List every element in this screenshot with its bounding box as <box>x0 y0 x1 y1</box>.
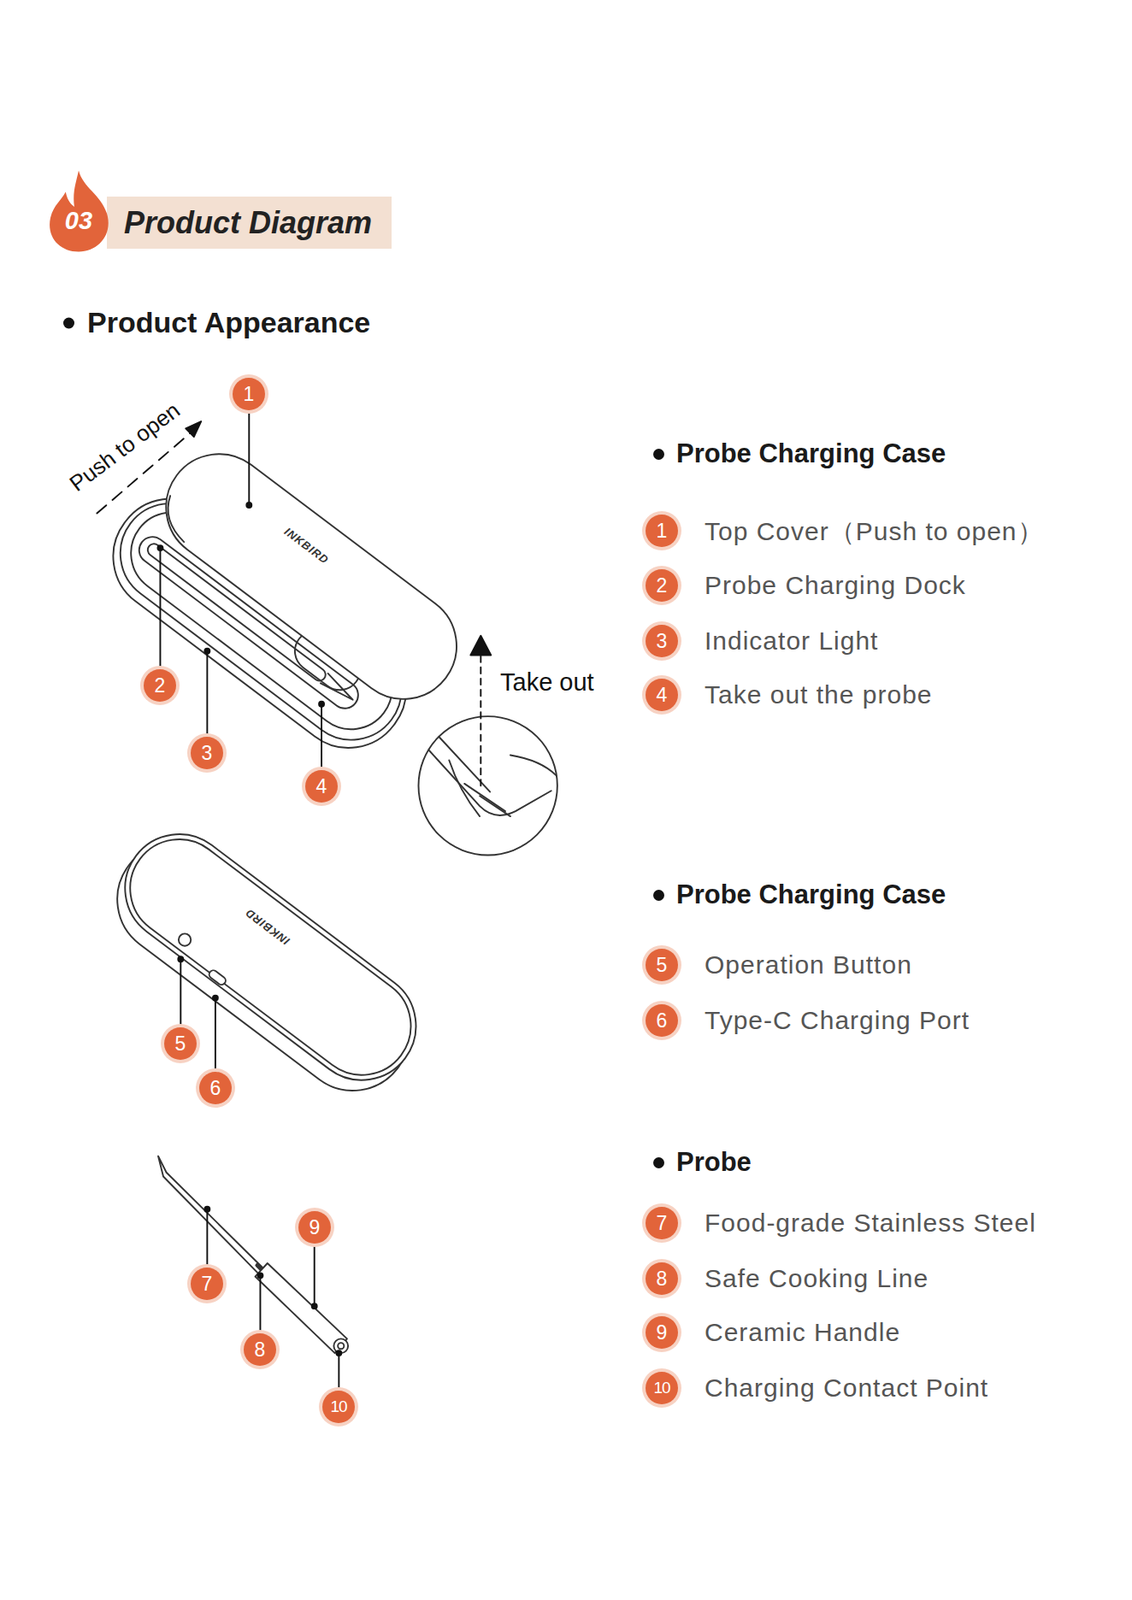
callout-number: 2 <box>143 669 177 702</box>
callout-number: 7 <box>645 1207 679 1240</box>
title-band: Product Diagram <box>106 196 392 249</box>
callout-number: 1 <box>232 377 266 411</box>
callout-number: 2 <box>645 569 679 602</box>
callout-number: 6 <box>199 1072 232 1105</box>
zoom-detail <box>418 716 557 855</box>
flame-badge: 03 <box>46 168 112 254</box>
callout-number: 10 <box>645 1372 679 1405</box>
case-lid <box>144 432 478 720</box>
callout-number: 5 <box>164 1027 197 1061</box>
group-heading: Probe Charging Case <box>653 879 946 911</box>
part-name: Probe Charging Dock <box>704 571 967 601</box>
part-name: Type-C Charging Port <box>704 1006 970 1036</box>
closed-case <box>94 813 438 1115</box>
instruction-text: Push to open <box>64 397 185 498</box>
part-name: Top Cover（Push to open） <box>704 514 1044 550</box>
section-heading: Product Appearance <box>63 306 371 340</box>
part-name: Indicator Light <box>704 626 879 656</box>
section-number: 03 <box>46 206 112 236</box>
callout-number: 9 <box>645 1316 679 1350</box>
callout-number: 7 <box>190 1267 224 1301</box>
probe <box>158 1156 348 1354</box>
instruction-text: Take out <box>500 668 595 697</box>
callout-number: 5 <box>645 949 679 982</box>
group-heading: Probe Charging Case <box>653 438 946 470</box>
part-name: Food-grade Stainless Steel <box>704 1208 1037 1239</box>
callout-number: 1 <box>645 514 679 548</box>
part-name: Safe Cooking Line <box>704 1264 929 1294</box>
callout-number: 6 <box>645 1004 679 1038</box>
callout-number: 4 <box>305 770 338 803</box>
callout-number: 10 <box>322 1391 355 1424</box>
callout-number: 8 <box>243 1333 277 1367</box>
title-text: Product Diagram <box>106 196 392 249</box>
callout-number: 9 <box>298 1211 331 1245</box>
callout-number: 8 <box>645 1262 679 1296</box>
part-name: Charging Contact Point <box>704 1373 989 1404</box>
callout-number: 4 <box>645 678 679 712</box>
part-name: Ceramic Handle <box>704 1318 901 1348</box>
part-name: Take out the probe <box>704 680 933 710</box>
group-heading: Probe <box>653 1147 752 1179</box>
leader-lines <box>157 412 342 1390</box>
callout-number: 3 <box>645 624 679 658</box>
part-name: Operation Button <box>704 950 913 980</box>
callout-number: 3 <box>190 736 224 770</box>
